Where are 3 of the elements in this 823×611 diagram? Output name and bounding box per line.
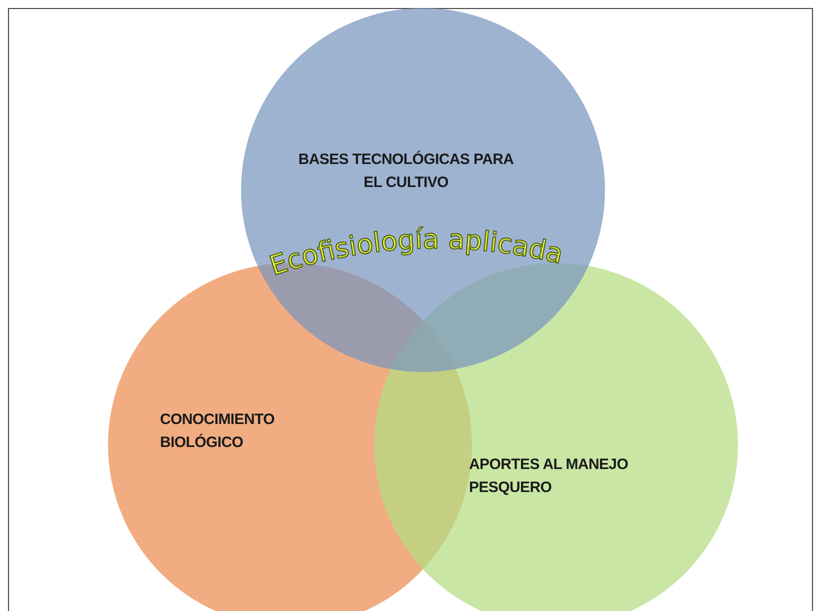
- circle-label: CONOCIMIENTO BIOLÓGICO: [160, 410, 276, 454]
- circle-label: APORTES AL MANEJO PESQUERO: [469, 455, 630, 498]
- circle-label: BASES TECNOLÓGICAS PARA EL CULTIVO: [297, 150, 515, 194]
